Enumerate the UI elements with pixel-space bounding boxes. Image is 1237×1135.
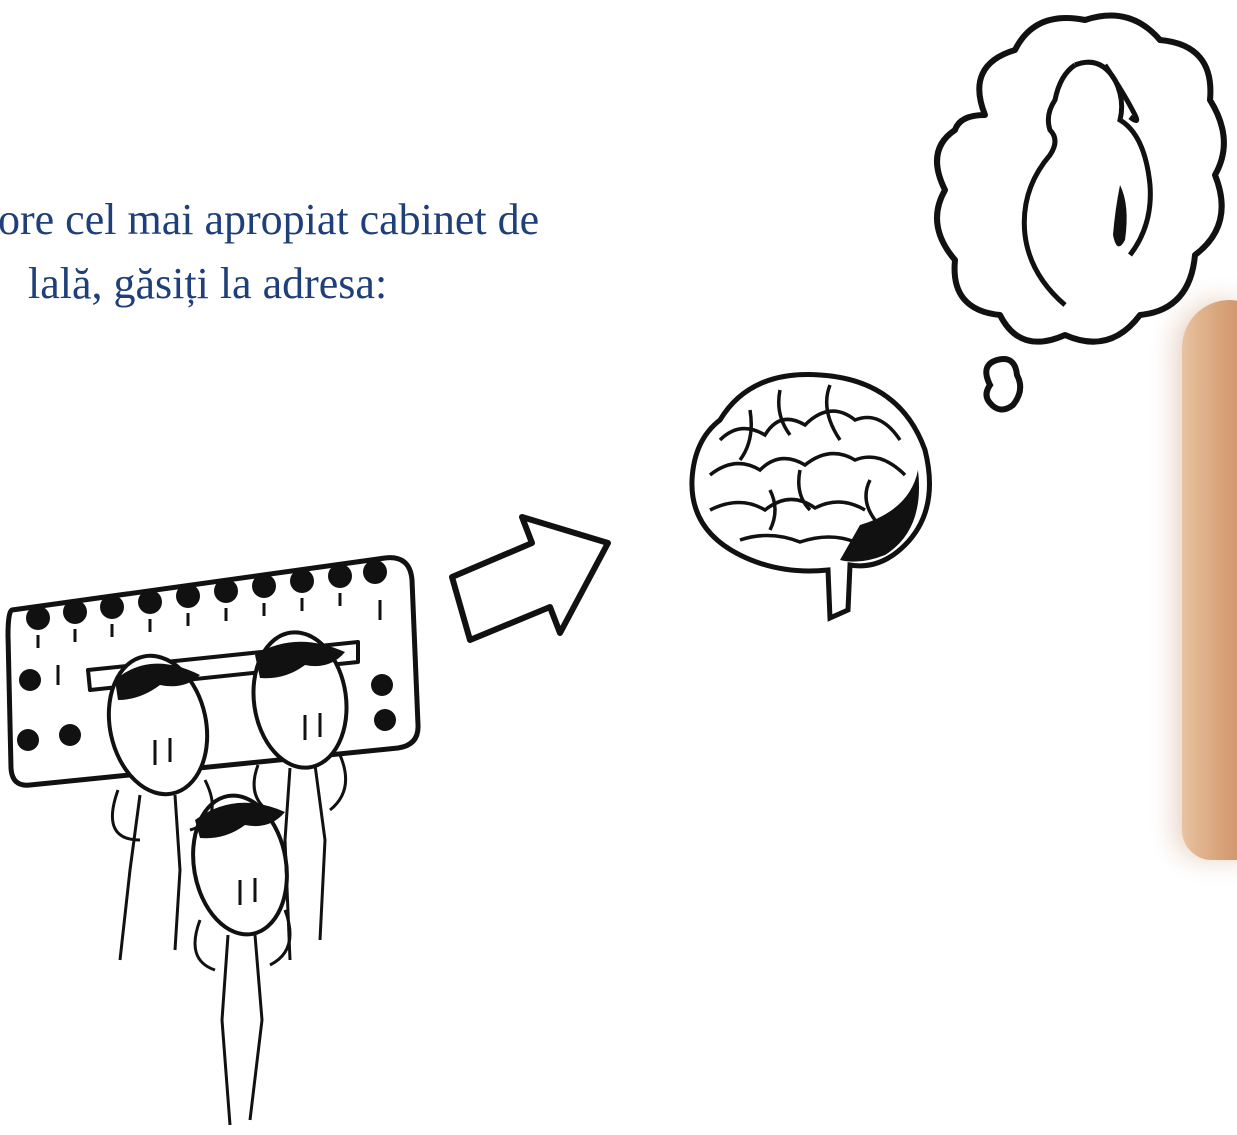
caption-line-1: ore cel mai apropiat cabinet de — [0, 195, 540, 244]
pill-pack-illustration — [5, 555, 421, 1126]
hand-finger-image — [1182, 300, 1237, 860]
arrow-right-icon — [449, 514, 611, 643]
caption-line-2: lală, găsiți la adresa: — [28, 259, 388, 308]
thought-bubble-illustration — [934, 12, 1227, 413]
caption-text: ore cel mai apropiat cabinet de lală, gă… — [0, 188, 539, 316]
brain-illustration — [689, 372, 932, 622]
